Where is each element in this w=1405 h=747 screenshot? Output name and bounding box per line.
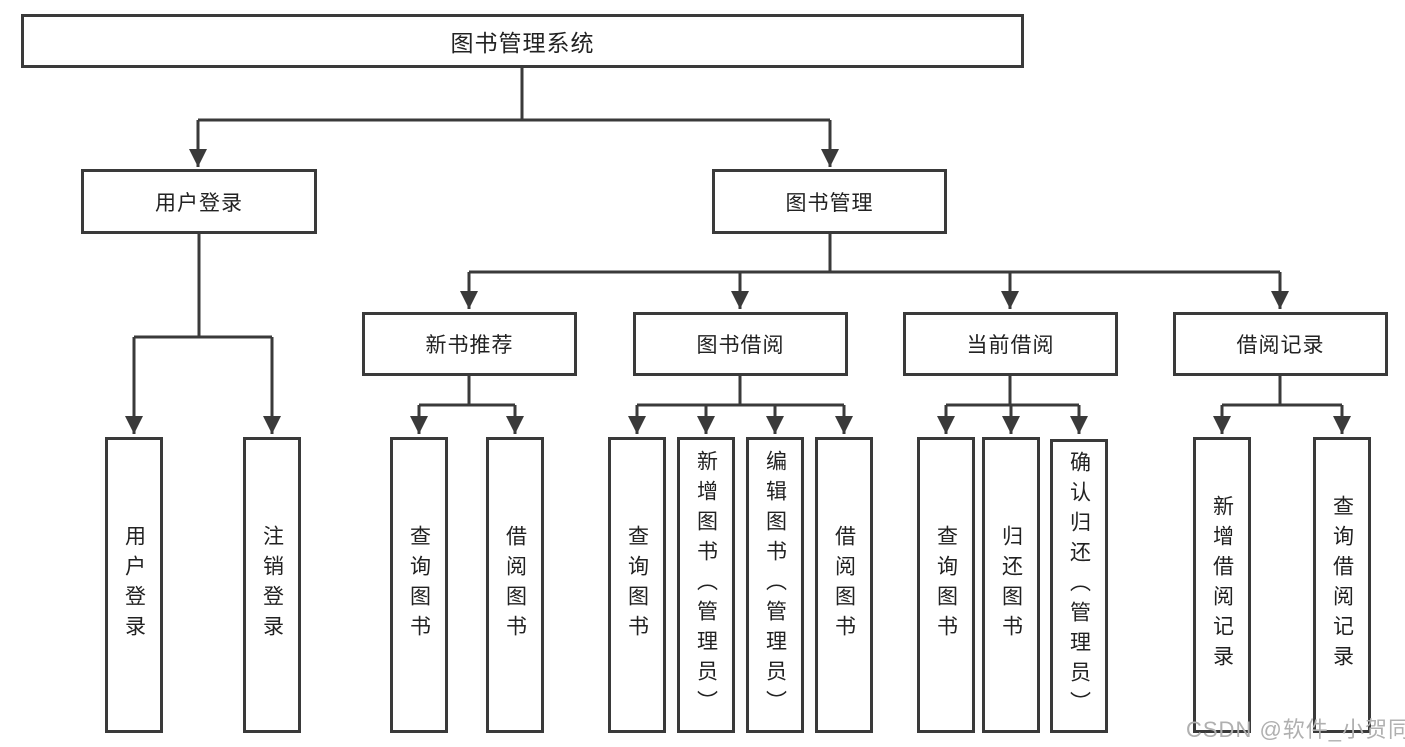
node-borrowing-records-label: 借阅记录 bbox=[1236, 334, 1325, 357]
node-library-system: 图书管理系统 bbox=[21, 14, 1024, 68]
leaf-confirm-return-admin-label: 确认归还（管理员） bbox=[1067, 451, 1091, 721]
node-user-login: 用户登录 bbox=[81, 169, 317, 234]
leaf-logout-login: 注销登录 bbox=[243, 437, 301, 733]
leaf-confirm-return-admin: 确认归还（管理员） bbox=[1050, 439, 1108, 733]
leaf-query-books-recommend: 查询图书 bbox=[390, 437, 448, 733]
node-current-borrowing: 当前借阅 bbox=[903, 312, 1118, 376]
node-new-book-recommendation: 新书推荐 bbox=[362, 312, 577, 376]
leaf-return-books-label: 归还图书 bbox=[999, 525, 1023, 645]
leaf-borrow-books-label: 借阅图书 bbox=[832, 525, 856, 645]
leaf-query-books-borrowing: 查询图书 bbox=[608, 437, 666, 733]
leaf-edit-books-admin-label: 编辑图书（管理员） bbox=[763, 450, 787, 720]
node-user-login-label: 用户登录 bbox=[155, 191, 243, 215]
leaf-edit-books-admin: 编辑图书（管理员） bbox=[746, 437, 804, 733]
leaf-add-borrow-record-label: 新增借阅记录 bbox=[1210, 495, 1234, 675]
leaf-add-books-admin-label: 新增图书（管理员） bbox=[694, 450, 718, 720]
leaf-query-books-current-label: 查询图书 bbox=[934, 525, 958, 645]
leaf-add-books-admin: 新增图书（管理员） bbox=[677, 437, 735, 733]
leaf-query-borrow-record: 查询借阅记录 bbox=[1313, 437, 1371, 733]
leaf-borrow-books: 借阅图书 bbox=[815, 437, 873, 733]
leaf-add-borrow-record: 新增借阅记录 bbox=[1193, 437, 1251, 733]
leaf-query-books-recommend-label: 查询图书 bbox=[407, 525, 431, 645]
leaf-logout-login-label: 注销登录 bbox=[260, 525, 284, 645]
node-new-book-recommendation-label: 新书推荐 bbox=[425, 334, 514, 357]
node-current-borrowing-label: 当前借阅 bbox=[966, 334, 1055, 357]
node-book-management-label: 图书管理 bbox=[785, 191, 874, 215]
leaf-user-login: 用户登录 bbox=[105, 437, 163, 733]
node-book-borrowing-label: 图书借阅 bbox=[696, 334, 785, 357]
leaf-borrow-books-recommend-label: 借阅图书 bbox=[503, 525, 527, 645]
node-book-borrowing: 图书借阅 bbox=[633, 312, 848, 376]
node-library-system-label: 图书管理系统 bbox=[450, 30, 595, 56]
leaf-user-login-label: 用户登录 bbox=[122, 525, 146, 645]
node-book-management: 图书管理 bbox=[712, 169, 947, 234]
leaf-query-books-borrowing-label: 查询图书 bbox=[625, 525, 649, 645]
watermark: CSDN @软件_小贺同学 bbox=[1186, 717, 1405, 742]
leaf-borrow-books-recommend: 借阅图书 bbox=[486, 437, 544, 733]
leaf-return-books: 归还图书 bbox=[982, 437, 1040, 733]
leaf-query-books-current: 查询图书 bbox=[917, 437, 975, 733]
node-borrowing-records: 借阅记录 bbox=[1173, 312, 1388, 376]
leaf-query-borrow-record-label: 查询借阅记录 bbox=[1330, 495, 1354, 675]
